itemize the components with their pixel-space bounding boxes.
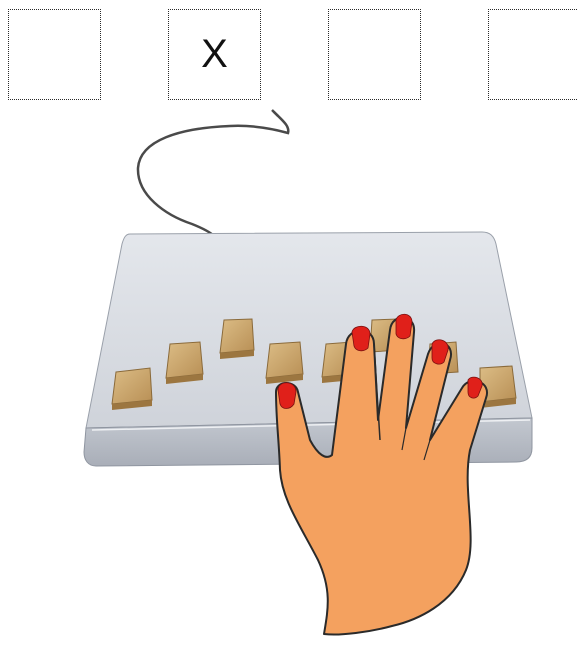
letter-box-1 xyxy=(8,9,101,100)
nail-thumb xyxy=(277,382,297,409)
nail-ring xyxy=(431,339,449,365)
hand-icon xyxy=(275,313,489,636)
key-3 xyxy=(219,318,255,359)
key-8 xyxy=(479,365,517,408)
letter-box-2: X xyxy=(168,9,261,100)
key-2 xyxy=(165,341,204,384)
letter-box-4 xyxy=(488,9,578,100)
letter-box-3 xyxy=(328,9,421,100)
nail-middle xyxy=(395,313,413,340)
cable-icon xyxy=(136,110,290,238)
nail-pinky xyxy=(467,376,483,399)
nail-index xyxy=(351,325,371,352)
key-4 xyxy=(265,341,304,384)
key-1 xyxy=(111,367,153,410)
